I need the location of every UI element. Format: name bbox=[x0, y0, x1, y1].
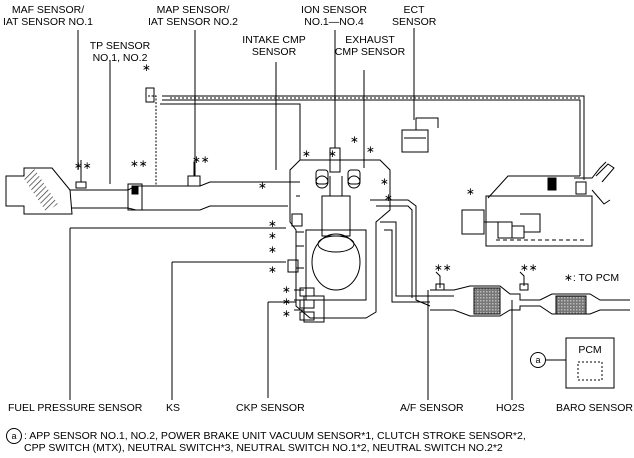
ks-label: KS bbox=[166, 402, 181, 414]
ect-sensor-label-line1: ECT bbox=[403, 4, 425, 16]
map-sensor-label-line2: IAT SENSOR NO.2 bbox=[147, 16, 239, 28]
coolant-tank bbox=[485, 195, 593, 247]
engine-block bbox=[287, 159, 391, 323]
ckp-sensor-label: CKP SENSOR bbox=[236, 402, 305, 414]
asterisk-marker: ∗ bbox=[302, 148, 311, 160]
asterisk-marker: ∗ bbox=[282, 308, 291, 320]
af-sensor-label: A/F SENSOR bbox=[400, 402, 464, 414]
map-sensor-label: MAP SENSOR/ IAT SENSOR NO.2 bbox=[146, 4, 240, 28]
asterisk-marker: ∗ bbox=[268, 264, 277, 276]
footnote-line1: : APP SENSOR NO.1, NO.2, POWER BRAKE UNI… bbox=[24, 430, 526, 442]
asterisk-marker: ∗ bbox=[282, 296, 291, 308]
tp-sensor-label: TP SENSOR NO.1, NO.2 bbox=[80, 40, 160, 64]
asterisk-marker: ∗ bbox=[564, 272, 573, 284]
ect-reservoir bbox=[401, 129, 429, 153]
asterisk-marker: ∗∗ bbox=[520, 262, 538, 274]
map-sensor-body bbox=[187, 175, 201, 187]
intake-cmp-label-line1: INTAKE CMP bbox=[242, 34, 306, 46]
ho2s-label: HO2S bbox=[496, 402, 525, 414]
footnote-line2: CPP SWITCH (MTX), NEUTRAL SWITCH*3, NEUT… bbox=[24, 442, 503, 454]
pcm-box bbox=[565, 337, 615, 389]
maf-sensor-label-line1: MAF SENSOR/ bbox=[11, 4, 85, 16]
pcm-label: PCM bbox=[578, 344, 602, 356]
asterisk-marker: ∗∗ bbox=[192, 154, 210, 166]
exhaust-cmp-label-line2: CMP SENSOR bbox=[334, 46, 406, 58]
asterisk-marker: ∗∗ bbox=[130, 158, 148, 170]
asterisk-marker: ∗ bbox=[268, 230, 277, 242]
ect-sensor-label: ECT SENSOR bbox=[392, 4, 436, 28]
asterisk-marker: ∗ bbox=[328, 148, 337, 160]
maf-sensor-label: MAF SENSOR/ IAT SENSOR NO.1 bbox=[2, 4, 94, 28]
tp-sensor-label-line1: TP SENSOR bbox=[89, 40, 151, 52]
intake-cmp-label: INTAKE CMP SENSOR bbox=[234, 34, 314, 58]
ect-sensor-label-line2: SENSOR bbox=[392, 16, 437, 28]
fuel-pressure-sensor-label: FUEL PRESSURE SENSOR bbox=[8, 402, 143, 414]
circle-a-marker: a bbox=[530, 352, 546, 368]
intake-pipe bbox=[70, 181, 300, 191]
maf-sensor-body bbox=[75, 181, 87, 189]
ion-sensor-label-line1: ION SENSOR bbox=[301, 4, 367, 16]
throttle-body bbox=[127, 183, 143, 211]
ion-sensor-label: ION SENSOR NO.1—NO.4 bbox=[294, 4, 374, 28]
catalytic-converter-2 bbox=[555, 295, 587, 315]
asterisk-marker: ∗∗ bbox=[434, 262, 452, 274]
baro-sensor-label: BARO SENSOR bbox=[556, 402, 634, 414]
to-pcm-legend: ∗: TO PCM bbox=[564, 272, 619, 284]
to-pcm-label: : TO PCM bbox=[572, 272, 620, 284]
exhaust-pipe bbox=[380, 221, 454, 297]
asterisk-marker: ∗ bbox=[350, 134, 359, 146]
exhaust-cmp-label: EXHAUST CMP SENSOR bbox=[334, 34, 406, 58]
maf-sensor-label-line2: IAT SENSOR NO.1 bbox=[2, 16, 94, 28]
exhaust-cmp-label-line1: EXHAUST bbox=[345, 34, 395, 46]
tp-sensor-label-line2: NO.1, NO.2 bbox=[92, 52, 148, 64]
asterisk-marker: ∗ bbox=[380, 176, 389, 188]
asterisk-marker: ∗ bbox=[142, 62, 151, 74]
intake-cmp-label-line2: SENSOR bbox=[251, 46, 297, 58]
asterisk-marker: ∗ bbox=[466, 186, 475, 198]
air-cleaner bbox=[5, 167, 73, 215]
asterisk-marker: ∗ bbox=[366, 144, 375, 156]
catalytic-converter-1 bbox=[473, 287, 501, 315]
asterisk-marker: ∗ bbox=[268, 218, 277, 230]
footnote-circle-a: a bbox=[6, 428, 22, 444]
asterisk-marker: ∗ bbox=[258, 180, 267, 192]
map-sensor-label-line1: MAP SENSOR/ bbox=[156, 4, 230, 16]
ion-sensor-label-line2: NO.1—NO.4 bbox=[304, 16, 364, 28]
asterisk-marker: ∗ bbox=[268, 244, 277, 256]
asterisk-marker: ∗ bbox=[384, 192, 393, 204]
asterisk-marker: ∗ bbox=[282, 284, 291, 296]
asterisk-marker: ∗∗ bbox=[74, 160, 92, 172]
